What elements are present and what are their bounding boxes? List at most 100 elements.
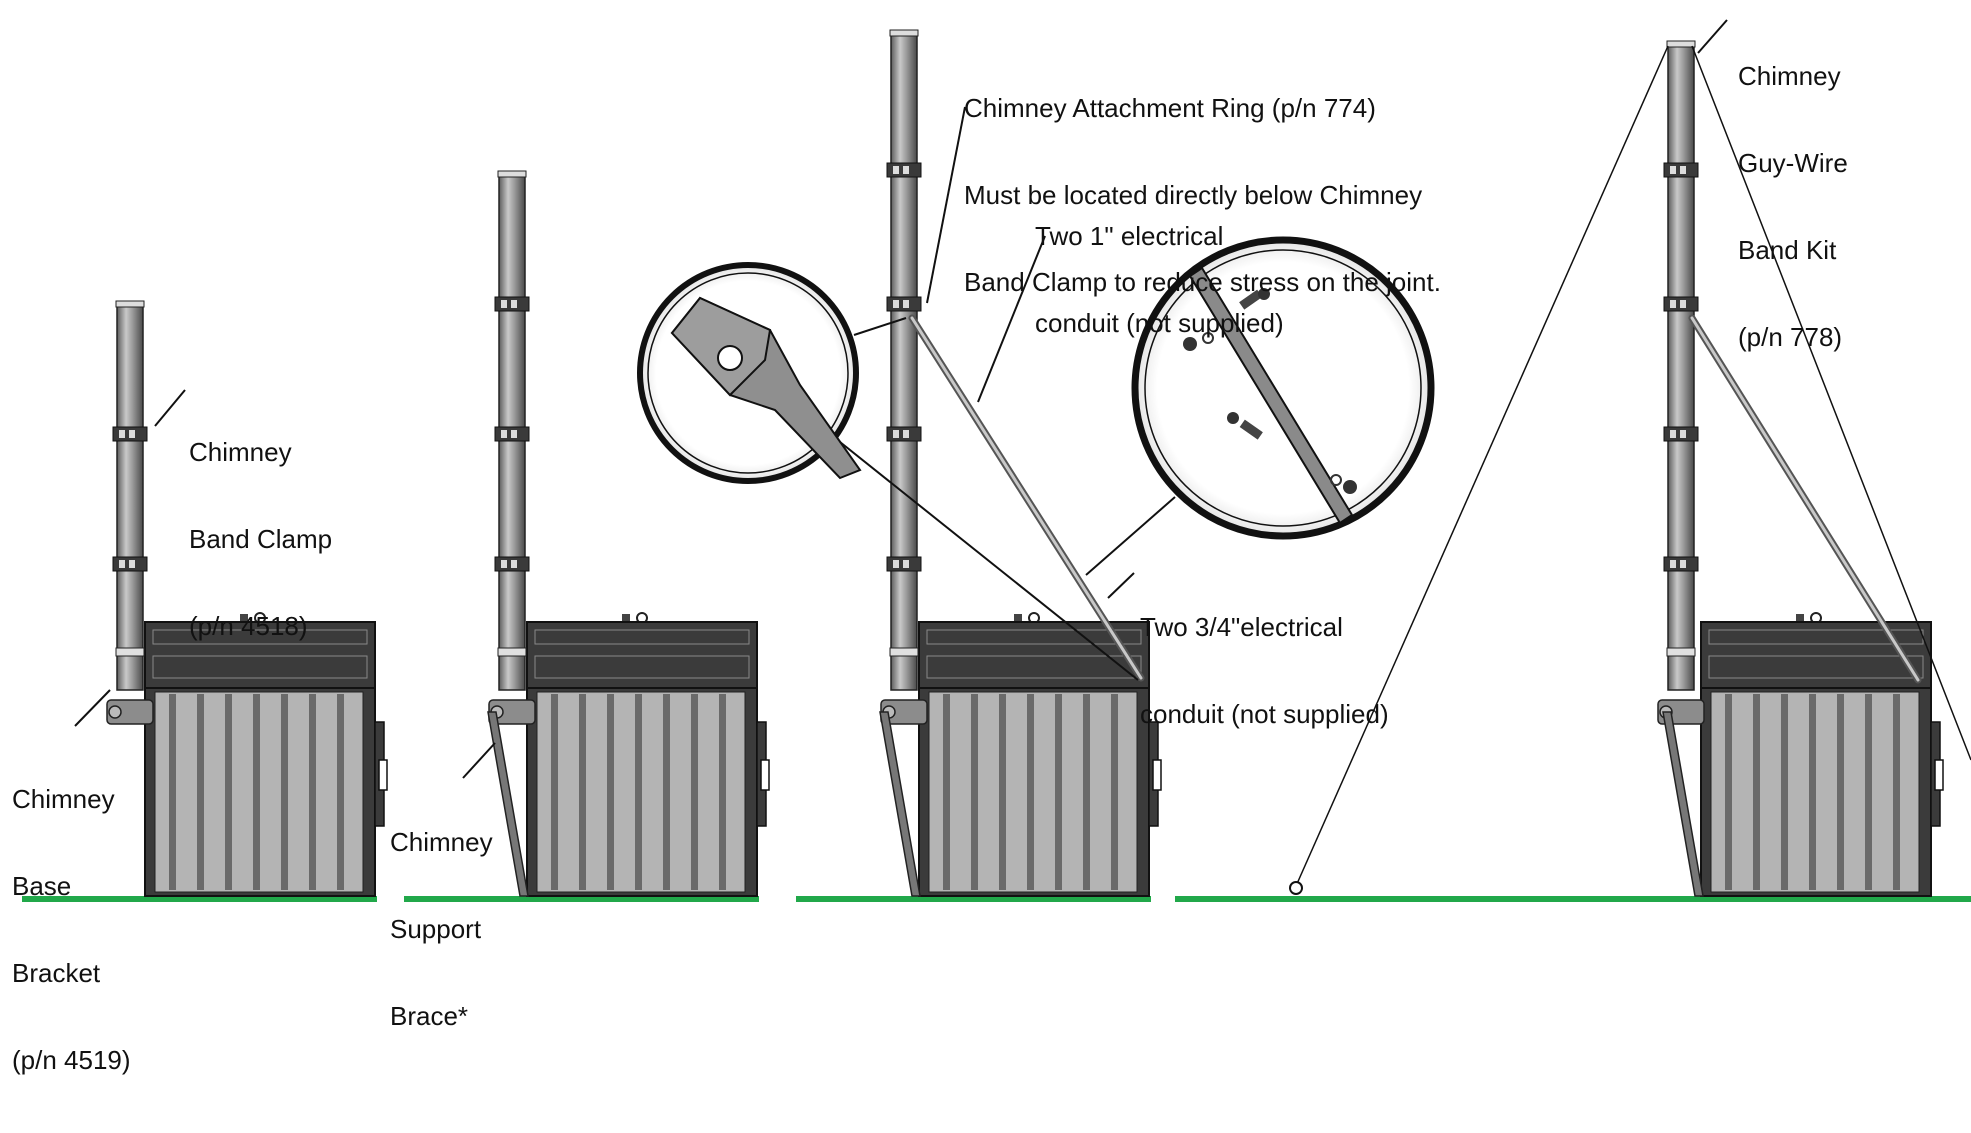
label-line: Support xyxy=(390,914,482,944)
band-clamp-bolt xyxy=(511,300,517,308)
installation-diagram: Chimney Band Clamp (p/n 4518) Chimney Ba… xyxy=(12,19,1971,1075)
label-line: Chimney xyxy=(12,784,115,814)
stove-rib xyxy=(943,694,950,890)
stove-rib xyxy=(635,694,642,890)
ground-bar-2 xyxy=(404,896,759,902)
band-clamp-label: Chimney Band Clamp (p/n 4518) xyxy=(189,380,332,699)
attachment-ring-label: Chimney Attachment Ring (p/n 774) Must b… xyxy=(964,36,1441,355)
conduit-rod-stage4-hi xyxy=(1690,316,1920,682)
stove-rib xyxy=(253,694,260,890)
base-bracket xyxy=(106,699,154,725)
band-clamp-bolt xyxy=(1670,166,1676,174)
chimney-collar xyxy=(497,647,527,657)
band-clamp-bolt xyxy=(1680,166,1686,174)
stove-top-trim xyxy=(534,655,750,679)
diagram-art xyxy=(22,19,1971,902)
base-bracket-label: Chimney Base Bracket (p/n 4519) xyxy=(12,727,131,1133)
label-line: conduit (not supplied) xyxy=(1035,308,1284,338)
leader-band-clamp xyxy=(154,389,186,427)
stove-door-handle xyxy=(1934,759,1944,791)
chimney-collar xyxy=(115,647,145,657)
stove-knob xyxy=(1014,614,1022,622)
leader-ring-to-detail xyxy=(853,317,907,336)
stove-top-trim xyxy=(152,655,368,679)
stove-top xyxy=(144,621,376,689)
ground-bar-1 xyxy=(22,896,377,902)
stove-rib xyxy=(1725,694,1732,890)
band-clamp-bolt xyxy=(893,430,899,438)
ground-bar-4 xyxy=(1175,896,1971,902)
label-line: Must be located directly below Chimney xyxy=(964,180,1423,210)
chimney-pipe xyxy=(116,303,144,691)
label-line: (p/n 778) xyxy=(1738,322,1843,352)
chimney-4 xyxy=(1657,40,1705,725)
band-clamp-bolt xyxy=(1670,430,1676,438)
support-brace-4 xyxy=(1662,711,1704,897)
stove-door-handle xyxy=(760,759,770,791)
stove-rib xyxy=(1753,694,1760,890)
label-line: Bracket xyxy=(12,958,101,988)
stove-rib xyxy=(309,694,316,890)
band-clamp-bolt xyxy=(1680,430,1686,438)
stove-door-handle xyxy=(1152,759,1162,791)
detail-conduit-bolts xyxy=(1131,236,1435,540)
band-clamp-bolt xyxy=(893,560,899,568)
stove-rib xyxy=(1837,694,1844,890)
band-clamp-bolt xyxy=(119,560,125,568)
chimney-cap xyxy=(889,29,919,37)
base-bracket-bolt xyxy=(108,705,122,719)
label-line: (p/n 4519) xyxy=(12,1045,131,1075)
chimney-cap xyxy=(1666,40,1696,48)
stove-rib xyxy=(1027,694,1034,890)
stove-rib xyxy=(663,694,670,890)
band-clamp-bolt xyxy=(893,166,899,174)
leader-3-4in-conduit xyxy=(1085,496,1176,576)
stove-knob xyxy=(240,614,248,622)
leader-1in-conduit xyxy=(977,235,1046,403)
stove-2 xyxy=(526,612,770,897)
label-line: (p/n 4518) xyxy=(189,611,308,641)
ground-anchor xyxy=(1289,881,1303,895)
support-brace-3 xyxy=(879,711,921,897)
support-brace-2 xyxy=(487,711,529,897)
label-line: Two 3/4"electrical xyxy=(1140,612,1343,642)
stove-top-trim xyxy=(926,629,1142,645)
label-line: Chimney xyxy=(189,437,292,467)
stove-rib xyxy=(1781,694,1788,890)
conduit-rod-stage3-hi xyxy=(910,316,1143,680)
band-clamp-bolt xyxy=(129,430,135,438)
label-line: Chimney xyxy=(1738,61,1841,91)
label-line: Band Clamp xyxy=(189,524,333,554)
stove-rib xyxy=(281,694,288,890)
band-clamp-bolt xyxy=(129,560,135,568)
band-clamp-bolt xyxy=(511,430,517,438)
stove-knob xyxy=(622,614,630,622)
stove-rib xyxy=(551,694,558,890)
chimney-pipe xyxy=(890,32,918,691)
stove-rib xyxy=(691,694,698,890)
support-brace-label: Chimney Support Brace* xyxy=(390,770,493,1089)
ground-bar-3 xyxy=(796,896,1151,902)
band-clamp-bolt xyxy=(501,560,507,568)
leader-detail-to-stove xyxy=(839,441,1139,681)
label-line: Band Kit xyxy=(1738,235,1837,265)
stove-rib xyxy=(971,694,978,890)
conduit-3-4in-label: Two 3/4"electrical conduit (not supplied… xyxy=(1140,555,1389,787)
band-clamp-bolt xyxy=(903,430,909,438)
band-clamp-bolt xyxy=(903,560,909,568)
leader-3-4in-conduit-b xyxy=(1107,572,1135,599)
detail-attachment-ring xyxy=(637,262,862,484)
band-clamp-bolt xyxy=(501,430,507,438)
stove-4 xyxy=(1700,612,1944,897)
chimney-3 xyxy=(880,29,928,725)
label-line: Guy-Wire xyxy=(1738,148,1848,178)
stove-rib xyxy=(999,694,1006,890)
leader-support-brace xyxy=(462,742,496,779)
stove-rib xyxy=(1809,694,1816,890)
chimney-collar xyxy=(889,647,919,657)
stove-rib xyxy=(1111,694,1118,890)
stove-rib xyxy=(1083,694,1090,890)
band-clamp-bolt xyxy=(119,430,125,438)
guy-wire-right xyxy=(1691,45,1971,761)
band-clamp-bolt xyxy=(1680,560,1686,568)
